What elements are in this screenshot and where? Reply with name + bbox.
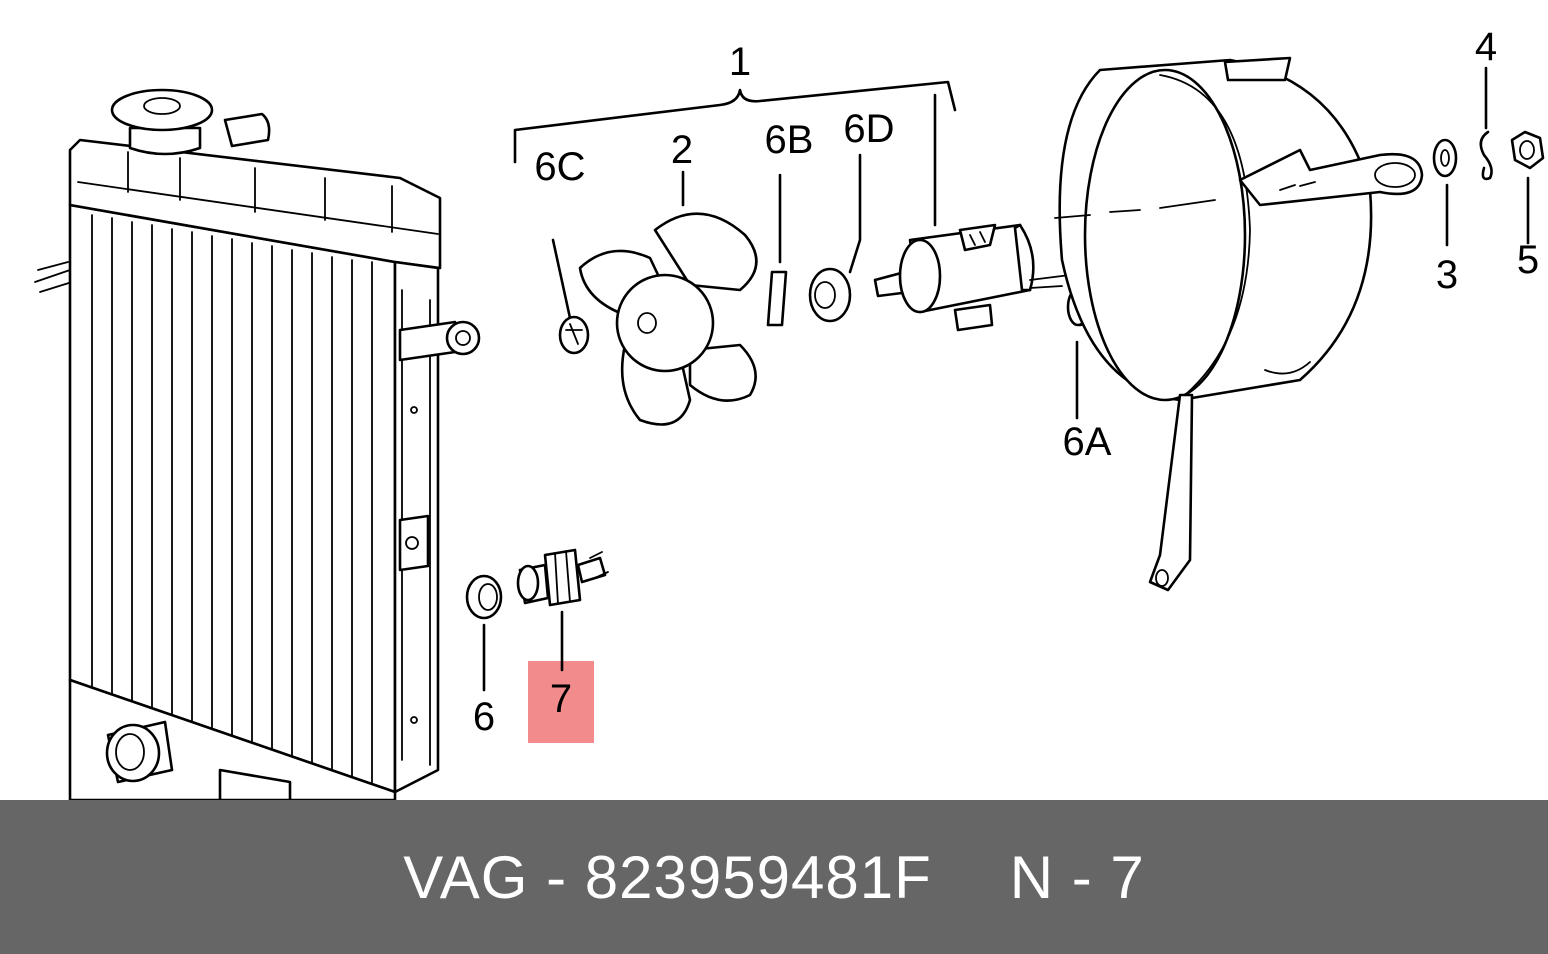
part-2-fan <box>578 170 758 426</box>
part-number-footer: VAG - 823959481F N - 7 <box>0 800 1548 954</box>
radiator <box>34 88 481 800</box>
part-6D-nut <box>808 153 862 323</box>
exploded-parts-diagram: 1 2 3 4 5 6 6A 6B 6C 6D <box>34 25 1545 800</box>
fan-motor <box>873 223 1071 332</box>
label-7: 7 <box>549 677 573 721</box>
label-1: 1 <box>729 40 751 84</box>
label-6D: 6D <box>843 107 894 151</box>
label-6B: 6B <box>765 118 814 162</box>
label-4: 4 <box>1475 25 1497 69</box>
label-5: 5 <box>1517 238 1539 282</box>
part-3-washer <box>1432 138 1458 247</box>
label-2: 2 <box>671 128 693 172</box>
label-6A: 6A <box>1063 420 1112 464</box>
part-7-thermo-switch <box>516 548 609 672</box>
label-3: 3 <box>1436 253 1458 297</box>
highlighted-part-7[interactable]: 7 <box>528 661 594 743</box>
part-4-spring-washer <box>1479 66 1493 181</box>
label-6C: 6C <box>534 145 585 189</box>
bracket-1 <box>513 80 957 164</box>
part-6-seal-ring <box>465 574 503 692</box>
fan-shroud <box>1054 56 1424 592</box>
part-6C-nut <box>551 238 590 355</box>
part-6B-pin <box>766 173 788 327</box>
part-number-text: VAG - 823959481F <box>403 843 932 911</box>
label-6: 6 <box>473 695 495 739</box>
part-5-nut <box>1510 130 1545 245</box>
position-text: N - 7 <box>1009 843 1145 911</box>
